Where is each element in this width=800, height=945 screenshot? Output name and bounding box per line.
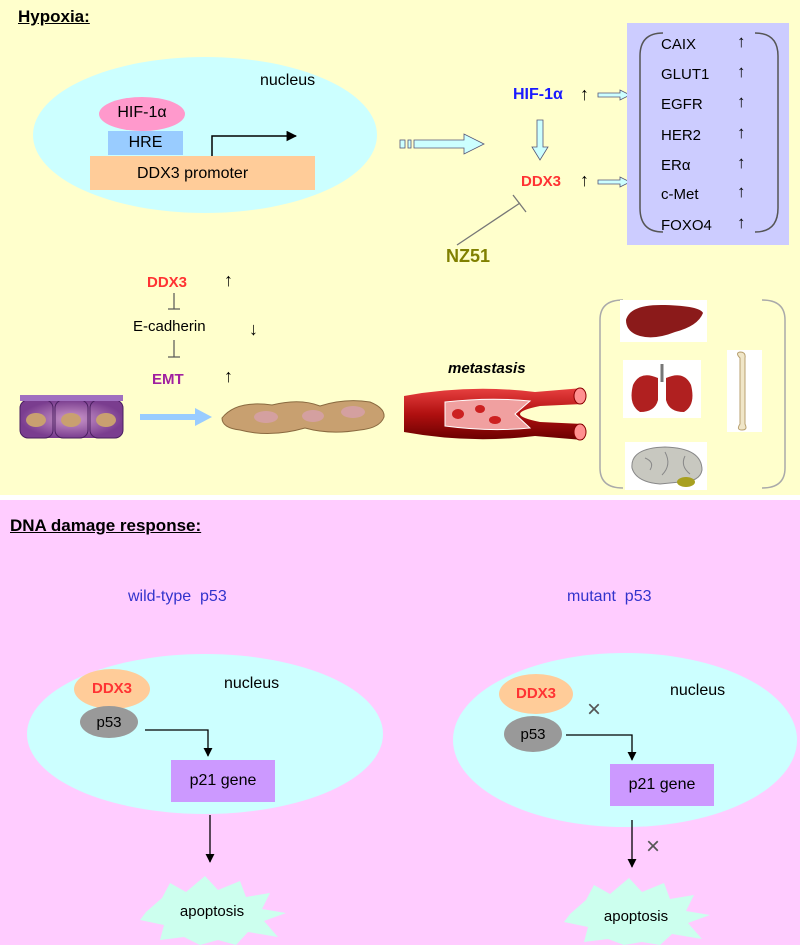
targets-box bbox=[627, 23, 789, 245]
blood-vessel-image bbox=[404, 387, 587, 441]
bone-image bbox=[727, 350, 762, 432]
emt-up-arrow: ↑ bbox=[224, 366, 233, 386]
targets-right-bracket bbox=[754, 32, 779, 233]
promoter-box bbox=[90, 156, 315, 190]
left-p21-gene-label: p21 gene bbox=[189, 772, 257, 789]
mutant-p53-heading: mutant p53 bbox=[567, 588, 652, 605]
hypoxia-panel: Hypoxia: bbox=[0, 0, 800, 495]
hif-main-label: HIF-1α bbox=[513, 86, 563, 103]
organs-right-bracket bbox=[761, 299, 786, 489]
hre-label: HRE bbox=[128, 134, 163, 151]
emt-ddx3-up-arrow: ↑ bbox=[224, 270, 233, 290]
ddx3-up-arrow: ↑ bbox=[580, 170, 589, 190]
ecadherin-down-arrow: ↓ bbox=[249, 319, 258, 339]
dna-damage-diagram bbox=[27, 653, 797, 945]
right-ddx3-label: DDX3 bbox=[515, 685, 556, 702]
target-up-arrow: ↑ bbox=[737, 153, 746, 172]
right-p53-ellipse bbox=[504, 716, 562, 752]
left-p53-ellipse bbox=[80, 706, 138, 738]
target-up-arrow: ↑ bbox=[737, 92, 746, 111]
right-nucleus-label: nucleus bbox=[670, 682, 726, 699]
liver-image bbox=[620, 300, 707, 342]
lungs-image bbox=[623, 360, 701, 418]
ecadherin-label: E-cadherin bbox=[133, 318, 206, 335]
target-up-arrow: ↑ bbox=[737, 123, 746, 142]
target-glut1: GLUT1 bbox=[661, 66, 710, 83]
target-up-arrow: ↑ bbox=[737, 32, 746, 51]
right-p21-gene-label: p21 gene bbox=[628, 776, 696, 793]
hif-to-targets-arrow bbox=[597, 89, 631, 101]
right-p21-box bbox=[610, 764, 714, 806]
block-arrow-to-hif bbox=[399, 133, 485, 155]
left-p21-box bbox=[171, 760, 275, 802]
hypoxia-diagram bbox=[19, 23, 789, 490]
right-p53-label: p53 bbox=[520, 726, 546, 743]
hypoxia-title: Hypoxia: bbox=[18, 7, 90, 26]
left-ddx3-label: DDX3 bbox=[91, 680, 132, 697]
hif-ellipse bbox=[99, 97, 185, 131]
promoter-label: DDX3 promoter bbox=[137, 165, 249, 182]
target-up-arrow: ↑ bbox=[737, 182, 746, 201]
left-p53-label: p53 bbox=[96, 714, 122, 731]
nucleus-label: nucleus bbox=[260, 72, 316, 89]
target-caix: CAIX bbox=[661, 36, 697, 53]
target-up-arrow: ↑ bbox=[737, 62, 746, 81]
mesenchymal-cells-image bbox=[221, 400, 385, 435]
right-binding-blocked-mark: × bbox=[587, 696, 602, 723]
epithelial-cells-image bbox=[19, 395, 124, 439]
left-apoptosis-label: apoptosis bbox=[179, 903, 245, 920]
emt-label: EMT bbox=[152, 371, 184, 388]
organs-left-bracket bbox=[599, 299, 624, 489]
target-foxo4: FOXO4 bbox=[661, 217, 712, 234]
right-apoptosis-label: apoptosis bbox=[603, 908, 669, 925]
emt-ddx3-label: DDX3 bbox=[147, 274, 188, 291]
ddx3-main-label: DDX3 bbox=[521, 173, 562, 190]
nz51-label: NZ51 bbox=[446, 246, 491, 266]
nz51-inhibition-line bbox=[456, 202, 521, 246]
target-her2: HER2 bbox=[661, 127, 702, 144]
left-nucleus-label: nucleus bbox=[224, 675, 280, 692]
dna-damage-panel: DNA damage response: wild-type p53 DDX3 … bbox=[0, 500, 800, 945]
target-egfr: EGFR bbox=[661, 96, 703, 113]
right-ddx3-ellipse bbox=[499, 674, 573, 714]
left-apoptosis-star bbox=[140, 876, 286, 945]
hif-to-ddx3-arrow bbox=[531, 119, 549, 161]
right-apoptosis-star bbox=[564, 878, 710, 945]
hif-up-arrow: ↑ bbox=[580, 84, 589, 104]
brain-image bbox=[625, 442, 707, 490]
target-er-alpha: ERα bbox=[661, 157, 691, 174]
targets-left-bracket bbox=[639, 32, 664, 233]
nz51-inhibition-bar bbox=[512, 194, 527, 213]
metastasis-label: metastasis bbox=[448, 360, 526, 377]
target-up-arrow: ↑ bbox=[737, 213, 746, 232]
right-p53-to-p21-arrow bbox=[566, 734, 637, 761]
target-c-met: c-Met bbox=[661, 186, 699, 203]
hre-box bbox=[108, 131, 183, 155]
ddx3-to-targets-arrow bbox=[597, 176, 631, 188]
emt-transition-arrow bbox=[140, 408, 212, 426]
hif-label: HIF-1α bbox=[117, 104, 167, 121]
left-ddx3-ellipse bbox=[74, 669, 150, 709]
right-apoptosis-blocked-mark: × bbox=[646, 833, 661, 860]
transcription-arrow bbox=[211, 130, 298, 156]
dna-damage-title: DNA damage response: bbox=[10, 516, 202, 535]
left-p53-to-p21-arrow bbox=[145, 729, 213, 757]
wildtype-p53-heading: wild-type p53 bbox=[128, 588, 227, 605]
